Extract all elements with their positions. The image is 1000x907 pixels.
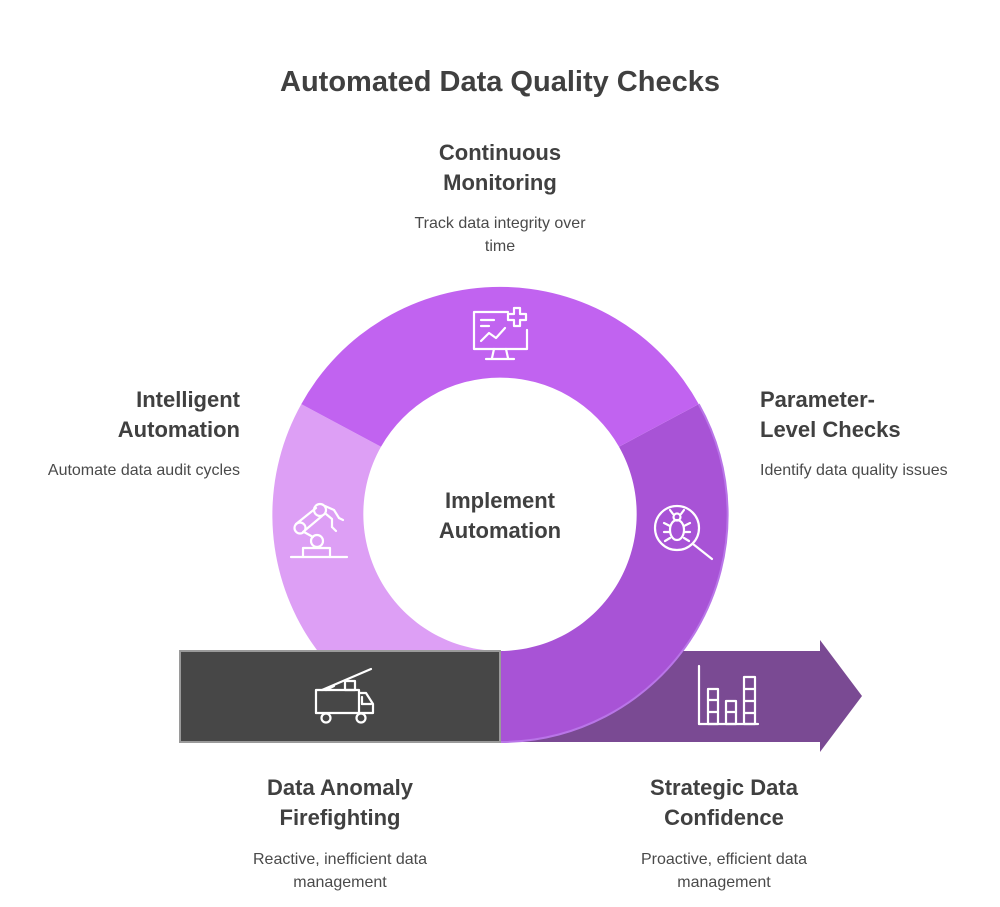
monitor-chart-plus-icon — [472, 306, 529, 361]
intelligent-automation-heading: Intelligent Automation — [117, 387, 240, 442]
ring-segment-parameter-checks — [500, 404, 728, 743]
after-description: Proactive, efficient data management — [640, 851, 808, 891]
continuous-monitoring-description: Track data integrity over time — [414, 215, 586, 255]
bug-magnifier-icon — [653, 504, 714, 561]
continuous-monitoring-heading: Continuous Monitoring — [438, 140, 562, 195]
robot-arm-icon — [289, 502, 349, 559]
fire-truck-icon — [314, 667, 375, 724]
before-description: Reactive, inefficient data management — [252, 851, 428, 891]
outcome-before-box — [179, 650, 501, 743]
intelligent-automation-description: Automate data audit cycles — [47, 462, 240, 479]
ring-segment-continuous-monitoring — [301, 286, 699, 447]
parameter-checks-description: Identify data quality issues — [760, 462, 948, 479]
bar-chart-icon — [697, 664, 760, 726]
diagram-title: Automated Data Quality Checks — [280, 66, 720, 98]
center-label: Implement Automation — [438, 488, 562, 543]
parameter-checks-heading: Parameter-Level Checks — [760, 387, 901, 442]
before-heading: Data Anomaly Firefighting — [267, 775, 413, 830]
after-heading: Strategic Data Confidence — [650, 775, 798, 830]
